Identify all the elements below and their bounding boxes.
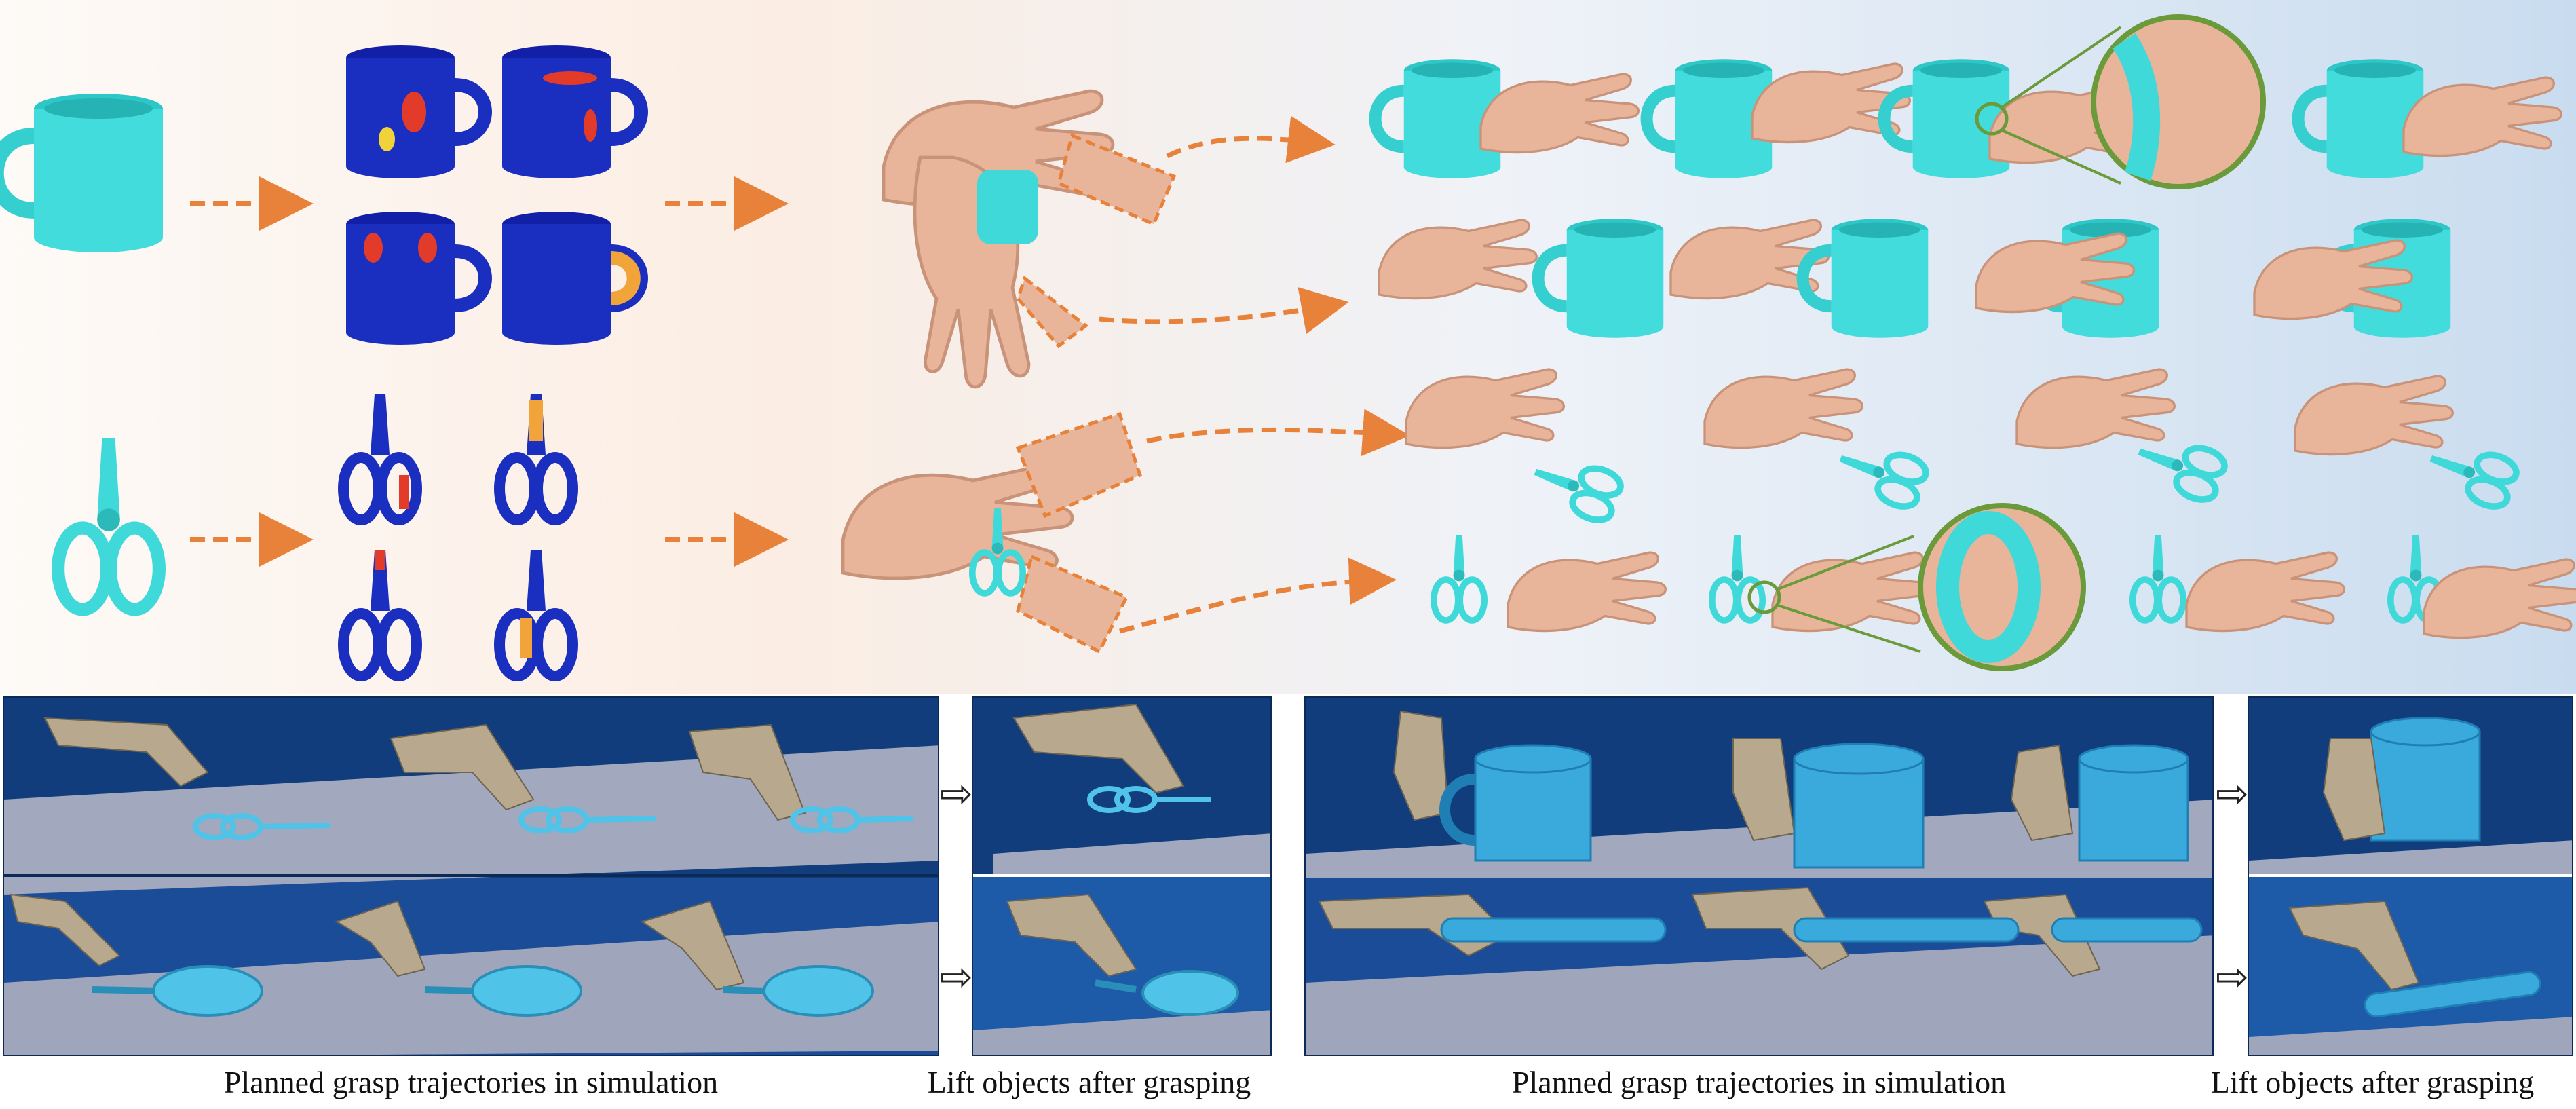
mug-icon — [2370, 717, 2481, 842]
scissors-grasp-4 — [2294, 375, 2520, 511]
arrow-to-mug-row2 — [1099, 287, 1349, 334]
robot-hand-icon — [1012, 703, 1185, 794]
right-arrow-icon: ⇨ — [2216, 770, 2249, 816]
robot-hand-icon — [2322, 738, 2386, 842]
heatmap-scissors-icon — [343, 550, 417, 676]
scissors-grasp-5 — [1434, 535, 1667, 633]
scissors-grasp-1 — [1405, 368, 1624, 525]
mug-grasp-4 — [2298, 59, 2563, 178]
scissors-grasp-6 — [1712, 503, 2086, 671]
top-illustration-panel — [0, 0, 2576, 694]
mug-grasp-3 — [1884, 14, 2266, 189]
robot-hand-icon — [10, 717, 806, 991]
right-trajectory-panel — [1304, 696, 2214, 1056]
mug-icon — [0, 94, 163, 252]
hand-cluster-scissors — [843, 411, 1143, 654]
heatmap-mug-icon — [346, 45, 485, 178]
scissors-icon — [193, 806, 914, 840]
zoom-circle — [2091, 14, 2266, 189]
scissors-grasp-3 — [2015, 368, 2228, 504]
right-arrow-icon: ⇨ — [940, 954, 973, 1000]
heatmap-scissors-icon — [499, 550, 573, 676]
mug-grasp-1 — [1376, 59, 1640, 178]
pan-icon — [1095, 970, 1239, 1016]
heatmap-scissors-icon — [343, 394, 417, 520]
caption-left-trajectory: Planned grasp trajectories in simulation — [223, 1065, 719, 1099]
heatmap-mug-icon — [346, 212, 485, 345]
mug-grasp-2 — [1647, 59, 1912, 178]
robot-hand-icon — [2288, 900, 2420, 991]
right-arrow-icon: ⇨ — [2216, 954, 2249, 1000]
bottle-icon — [2364, 971, 2541, 1018]
right-arrow-icon: ⇨ — [940, 770, 973, 816]
robot-hand-icon — [1006, 893, 1137, 977]
arrow-to-mug-row1 — [1166, 115, 1336, 164]
caption-left-lift: Lift objects after grasping — [927, 1065, 1251, 1099]
right-lift-panel — [2248, 696, 2573, 1056]
bottle-icon — [1440, 917, 2203, 943]
pan-icon — [92, 965, 874, 1017]
heatmap-mug-icon — [502, 212, 641, 345]
top-illustration — [0, 14, 2576, 694]
scissors-grasp-2 — [1703, 368, 1929, 511]
scissors-icon — [1087, 786, 1211, 813]
mug-grasp-8 — [2253, 219, 2450, 338]
mug-grasp-6 — [1669, 219, 1928, 338]
scissors-icon — [58, 438, 159, 609]
left-trajectory-panel — [3, 696, 939, 1056]
mug-icon — [1439, 743, 2189, 869]
caption-right-trajectory: Planned grasp trajectories in simulation — [1511, 1065, 2007, 1099]
scissors-grasp-8 — [2391, 535, 2576, 639]
mug-grasp-5 — [1378, 219, 1663, 338]
hand-cluster-mug — [884, 91, 1177, 387]
arrow-to-scissors-row1 — [1146, 409, 1410, 457]
heatmap-scissors-icon — [499, 394, 573, 520]
mug-grasp-7 — [1975, 219, 2159, 338]
robot-hand-icon — [1318, 710, 2101, 977]
arrow-to-scissors-row2 — [1119, 557, 1397, 634]
left-lift-panel — [972, 696, 1272, 1056]
caption-right-lift: Lift objects after grasping — [2210, 1065, 2535, 1099]
heatmap-mug-icon — [502, 45, 641, 178]
scissors-grasp-7 — [2133, 535, 2346, 633]
